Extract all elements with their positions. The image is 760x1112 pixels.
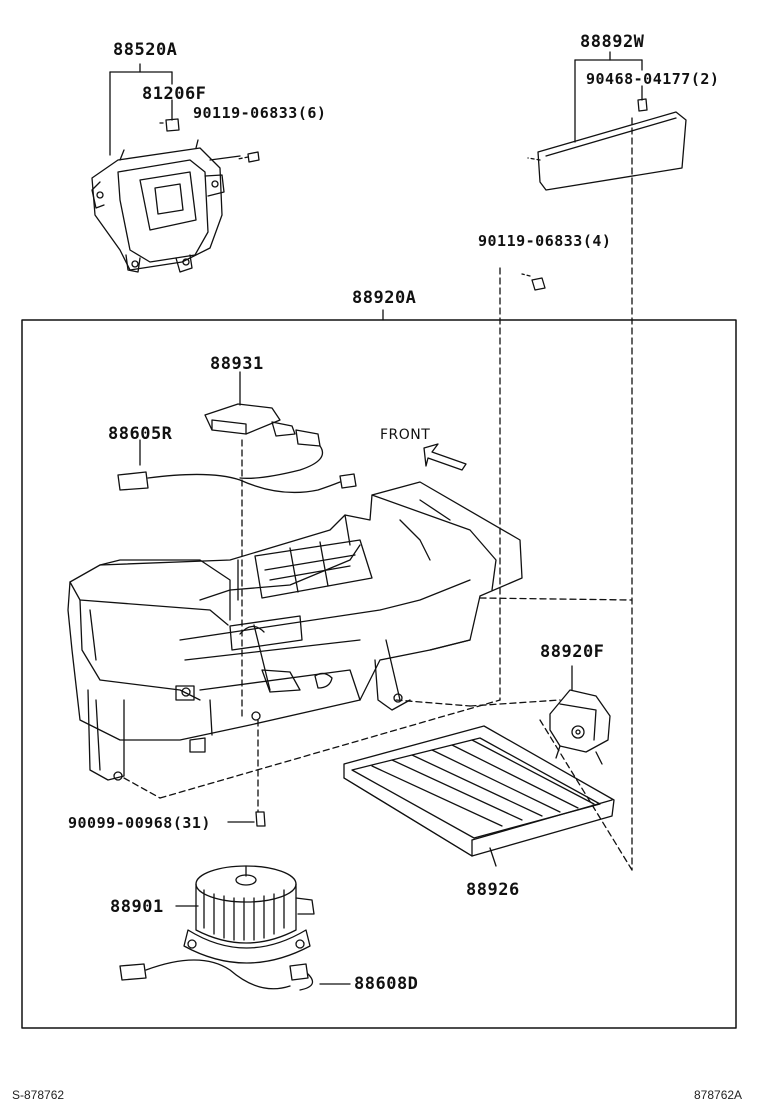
label-90119-06833-6: 90119-06833(6) xyxy=(193,104,327,122)
screw-90099 xyxy=(227,811,266,827)
sensor-module-88931 xyxy=(204,371,324,721)
screw-90119-6 xyxy=(237,151,260,163)
footer-left-code: S-878762 xyxy=(12,1088,65,1102)
label-88931: 88931 xyxy=(210,354,264,374)
label-front: FRONT xyxy=(380,427,431,443)
label-88926: 88926 xyxy=(466,880,520,900)
ecu-module-88520A xyxy=(91,139,225,273)
servo-88920F xyxy=(549,665,611,765)
footer-right-code: 878762A xyxy=(694,1088,743,1102)
harness-88605R xyxy=(117,439,357,494)
label-88892W: 88892W xyxy=(580,32,645,52)
assembly-dashed-lines xyxy=(123,597,633,871)
label-90119-06833-4: 90119-06833(4) xyxy=(478,232,612,250)
hvac-unit-body xyxy=(67,481,523,781)
cabin-filter-88926 xyxy=(343,725,615,867)
filter-cover-88892W xyxy=(527,51,687,871)
screw-90119-4 xyxy=(499,267,546,701)
label-88920A: 88920A xyxy=(352,288,417,308)
label-90099-00968: 90099-00968(31) xyxy=(68,814,211,832)
label-88920F: 88920F xyxy=(540,642,605,662)
label-88605R: 88605R xyxy=(108,424,173,444)
bracket-88520A-leaders xyxy=(109,63,241,161)
harness-88608D xyxy=(119,959,351,991)
label-88608D: 88608D xyxy=(354,974,419,994)
assembly-frame xyxy=(21,319,737,1029)
label-88520A: 88520A xyxy=(113,40,178,60)
label-81206F: 81206F xyxy=(142,84,207,104)
blower-motor-88901 xyxy=(175,865,315,964)
front-arrow xyxy=(423,443,467,471)
label-90468-04177: 90468-04177(2) xyxy=(586,70,720,88)
clip-81206F xyxy=(159,118,180,132)
label-88901: 88901 xyxy=(110,897,164,917)
